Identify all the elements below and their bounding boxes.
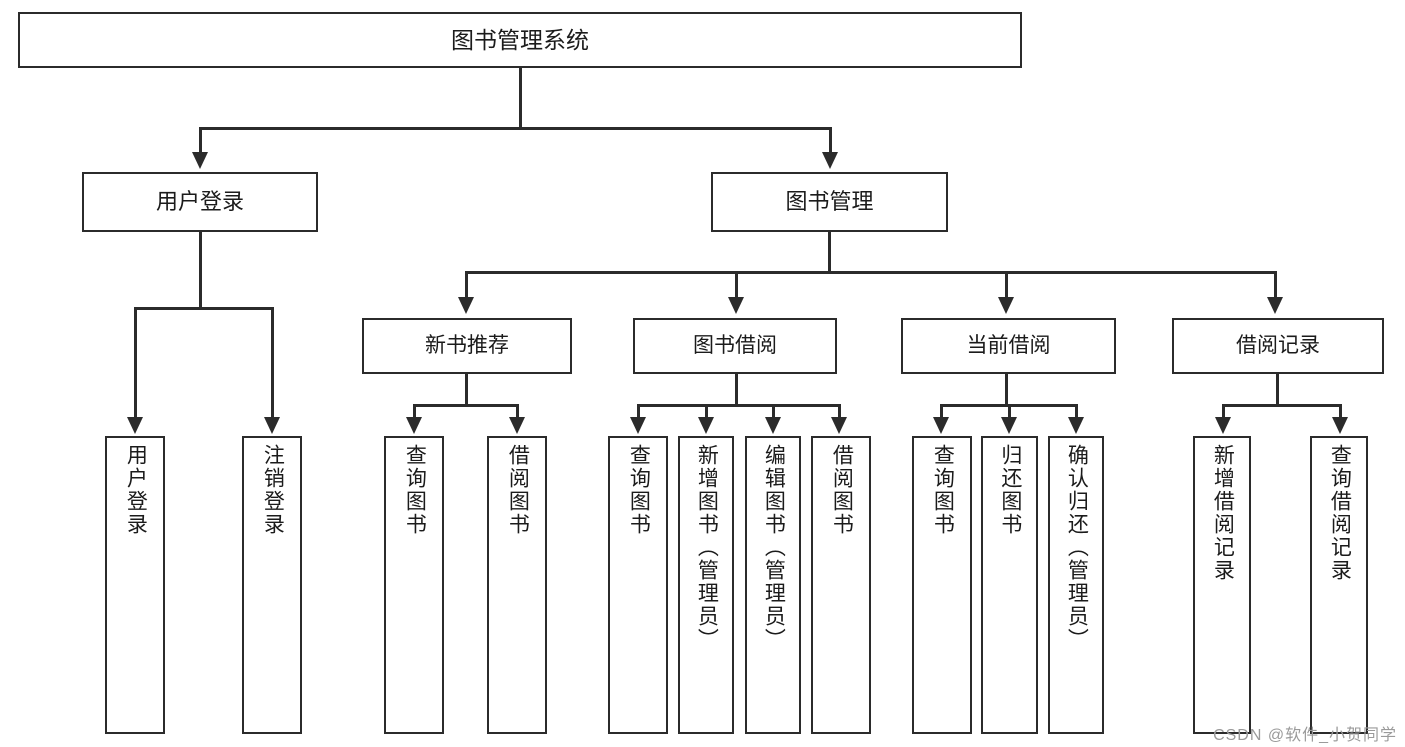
connector-current-borrow-to-leaf-2 — [1008, 404, 1011, 419]
connector-borrow-record-stem — [1276, 374, 1279, 407]
arrowhead-new-book-leaf-2 — [509, 417, 525, 434]
connector-book-manage-to-new-book — [465, 271, 468, 299]
node-leaf-confirm-return-admin[interactable]: 确认归还（管理员） — [1048, 436, 1104, 734]
arrowhead-user-login-leaf-1 — [127, 417, 143, 434]
node-label: 查询图书 — [403, 444, 427, 536]
node-book-borrow[interactable]: 图书借阅 — [633, 318, 837, 374]
node-leaf-user-login[interactable]: 用户登录 — [105, 436, 165, 734]
connector-book-borrow-bus — [637, 404, 841, 407]
arrowhead-new-book-leaf-1 — [406, 417, 422, 434]
arrowhead-book-manage-book-borrow — [728, 297, 744, 314]
node-borrow-record[interactable]: 借阅记录 — [1172, 318, 1384, 374]
node-label: 当前借阅 — [966, 333, 1051, 357]
node-label: 新增借阅记录 — [1211, 444, 1235, 582]
connector-book-borrow-to-leaf-1 — [637, 404, 640, 419]
arrowhead-book-borrow-leaf-4 — [831, 417, 847, 434]
connector-root-stem — [519, 68, 522, 129]
connector-borrow-record-bus — [1222, 404, 1341, 407]
connector-book-manage-bus — [465, 271, 1277, 274]
node-label: 归还图书 — [998, 444, 1022, 536]
arrowhead-root-to-book-manage — [822, 152, 838, 169]
arrowhead-book-manage-current-borrow — [998, 297, 1014, 314]
node-label: 新增图书（管理员） — [695, 444, 719, 651]
arrowhead-current-borrow-leaf-3 — [1068, 417, 1084, 434]
node-root-system[interactable]: 图书管理系统 — [18, 12, 1022, 68]
node-current-borrow[interactable]: 当前借阅 — [901, 318, 1116, 374]
connector-book-borrow-to-leaf-4 — [838, 404, 841, 419]
node-label: 确认归还（管理员） — [1065, 444, 1089, 651]
node-label: 借阅记录 — [1236, 333, 1320, 357]
connector-user-login-to-leaf-2 — [271, 307, 274, 419]
node-label: 查询图书 — [627, 444, 651, 536]
arrowhead-current-borrow-leaf-2 — [1001, 417, 1017, 434]
connector-new-book-to-leaf-1 — [413, 404, 416, 419]
node-book-management[interactable]: 图书管理 — [711, 172, 948, 232]
connector-current-borrow-to-leaf-1 — [940, 404, 943, 419]
arrowhead-current-borrow-leaf-1 — [933, 417, 949, 434]
connector-book-borrow-stem — [735, 374, 738, 407]
arrowhead-book-borrow-leaf-3 — [765, 417, 781, 434]
connector-new-book-bus — [413, 404, 518, 407]
connector-current-borrow-to-leaf-3 — [1075, 404, 1078, 419]
node-leaf-logout[interactable]: 注销登录 — [242, 436, 302, 734]
node-label: 用户登录 — [155, 189, 244, 215]
connector-root-to-book-manage — [829, 127, 832, 155]
node-label: 查询图书 — [931, 444, 955, 536]
node-leaf-query-book-current[interactable]: 查询图书 — [912, 436, 972, 734]
connector-book-borrow-to-leaf-3 — [772, 404, 775, 419]
node-label: 编辑图书（管理员） — [762, 444, 786, 651]
connector-user-login-to-leaf-1 — [134, 307, 137, 419]
node-label: 查询借阅记录 — [1328, 444, 1352, 582]
arrowhead-book-manage-borrow-record — [1267, 297, 1283, 314]
connector-new-book-stem — [465, 374, 468, 407]
node-label: 新书推荐 — [425, 333, 509, 357]
connector-borrow-record-to-leaf-2 — [1339, 404, 1342, 419]
connector-root-bus — [199, 127, 832, 130]
node-label: 用户登录 — [124, 444, 148, 536]
node-leaf-borrow-book-new[interactable]: 借阅图书 — [487, 436, 547, 734]
connector-new-book-to-leaf-2 — [516, 404, 519, 419]
connector-borrow-record-to-leaf-1 — [1222, 404, 1225, 419]
connector-root-to-user-login — [199, 127, 202, 155]
connector-book-manage-stem — [828, 232, 831, 274]
arrowhead-borrow-record-leaf-2 — [1332, 417, 1348, 434]
node-user-login[interactable]: 用户登录 — [82, 172, 318, 232]
connector-book-borrow-to-leaf-2 — [705, 404, 708, 419]
node-label: 借阅图书 — [506, 444, 530, 536]
node-label: 图书管理 — [785, 189, 874, 215]
connector-book-manage-to-borrow-record — [1274, 271, 1277, 299]
arrowhead-book-borrow-leaf-1 — [630, 417, 646, 434]
arrowhead-borrow-record-leaf-1 — [1215, 417, 1231, 434]
node-leaf-add-borrow-record[interactable]: 新增借阅记录 — [1193, 436, 1251, 734]
node-leaf-query-book-borrow[interactable]: 查询图书 — [608, 436, 668, 734]
connector-current-borrow-stem — [1005, 374, 1008, 407]
node-leaf-edit-book-admin[interactable]: 编辑图书（管理员） — [745, 436, 801, 734]
watermark-text: CSDN @软件_小贺同学 — [1213, 727, 1397, 744]
connector-user-login-stem — [199, 232, 202, 309]
arrowhead-user-login-leaf-2 — [264, 417, 280, 434]
node-leaf-add-book-admin[interactable]: 新增图书（管理员） — [678, 436, 734, 734]
connector-book-manage-to-book-borrow — [735, 271, 738, 299]
node-label: 图书借阅 — [693, 333, 777, 357]
node-label: 图书管理系统 — [451, 26, 589, 53]
node-leaf-return-book[interactable]: 归还图书 — [981, 436, 1038, 734]
node-label: 注销登录 — [261, 444, 285, 536]
node-leaf-query-book-new[interactable]: 查询图书 — [384, 436, 444, 734]
connector-user-login-bus — [134, 307, 273, 310]
node-leaf-borrow-book[interactable]: 借阅图书 — [811, 436, 871, 734]
node-leaf-query-borrow-record[interactable]: 查询借阅记录 — [1310, 436, 1368, 734]
arrowhead-root-to-user-login — [192, 152, 208, 169]
arrowhead-book-manage-new-book — [458, 297, 474, 314]
arrowhead-book-borrow-leaf-2 — [698, 417, 714, 434]
connector-book-manage-to-current-borrow — [1005, 271, 1008, 299]
node-label: 借阅图书 — [830, 444, 854, 536]
node-new-book-recommend[interactable]: 新书推荐 — [362, 318, 572, 374]
